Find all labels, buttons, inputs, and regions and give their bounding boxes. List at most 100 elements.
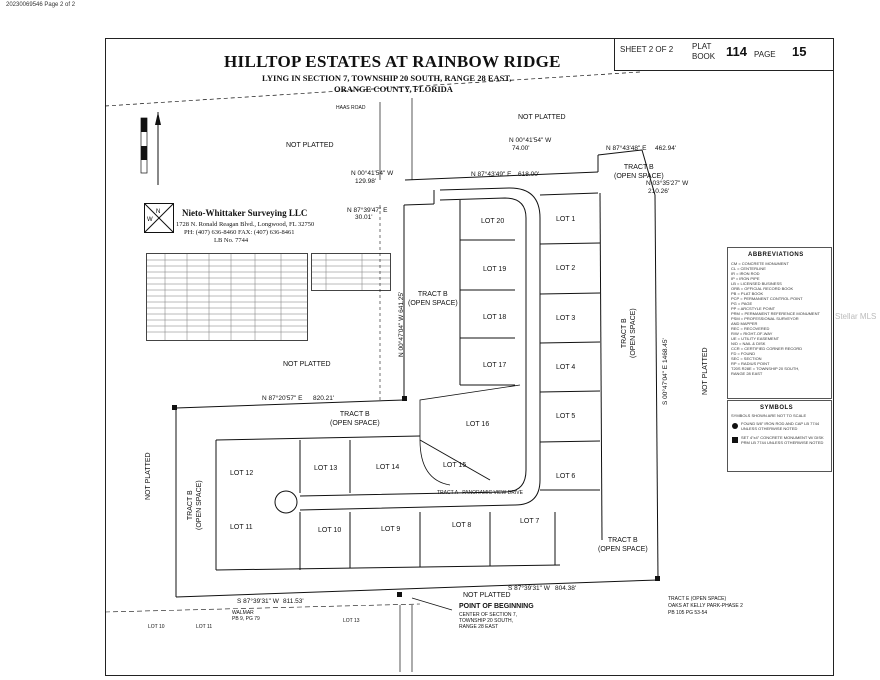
- symbols-title: SYMBOLS: [760, 405, 794, 411]
- bearing-n00-a-dist: 74.00': [512, 145, 530, 152]
- surveyor-name: Nieto-Whittaker Surveying LLC: [182, 208, 308, 218]
- label-not-platted-nw: NOT PLATTED: [286, 142, 334, 149]
- abbr-item: PCP = PERMANENT CONTROL POINT: [731, 296, 803, 301]
- lot-7: LOT 7: [520, 518, 540, 525]
- bearing-n00-b: N 00°41'54" W: [351, 170, 394, 177]
- lot-8: LOT 8: [452, 522, 472, 529]
- abbreviations-list: CM = CONCRETE MONUMENT CL = CENTERLINE I…: [731, 261, 820, 376]
- abbr-item: IP = IRON PIPE: [731, 276, 760, 281]
- abbr-item: LB = LICENSED BUSINESS: [731, 281, 782, 286]
- subtitle-line-2: ORANGE COUNTY, FLORIDA: [334, 84, 453, 94]
- lot-3: LOT 3: [556, 315, 576, 322]
- oaks-pb-label: PB 105 PG 53-54: [668, 610, 708, 616]
- abbr-item: REC = RECOVERED: [731, 326, 770, 331]
- svg-text:W: W: [147, 217, 153, 223]
- document-stamp: 20230069546 Page 2 of 2: [6, 2, 76, 8]
- haas-road-label: HAAS ROAD: [336, 105, 366, 111]
- abbr-item: RP = RADIUS POINT: [731, 361, 770, 366]
- bearing-n87-a: N 87°43'48" E: [606, 145, 647, 152]
- abbreviations-title: ABBREVIATIONS: [748, 252, 804, 258]
- bearing-n03: N 03°35'27" W: [646, 180, 689, 187]
- bearing-n87-c: N 87°39'47" E: [347, 207, 388, 214]
- lot-20: LOT 20: [481, 218, 505, 225]
- plat-sheet-border: [105, 38, 834, 676]
- subtitle-line-1: LYING IN SECTION 7, TOWNSHIP 20 SOUTH, R…: [262, 73, 512, 83]
- bearing-s87-a: S 87°39'31" W: [508, 585, 550, 592]
- lot-1: LOT 1: [556, 216, 576, 223]
- sheet-number: SHEET 2 OF 2: [620, 45, 674, 54]
- tract-b-w: TRACT B (OPEN SPACE): [408, 290, 458, 308]
- abbr-item: PSM = PROFESSIONAL SURVEYOR: [731, 316, 799, 321]
- lot-9: LOT 9: [381, 526, 401, 533]
- compass-logo-icon: N W: [144, 203, 174, 233]
- abbr-item: CM = CONCRETE MONUMENT: [731, 261, 789, 266]
- bearing-s00: S 00°47'04" E: [662, 364, 669, 405]
- abbr-item: SEC = SECTION: [731, 356, 762, 361]
- symbols-note: SYMBOLS SHOWN ARE NOT TO SCALE: [731, 413, 807, 418]
- lot-19: LOT 19: [483, 266, 507, 273]
- abbr-item: T20S R28E = TOWNSHIP 20 SOUTH,: [731, 366, 800, 371]
- label-not-platted-sw: NOT PLATTED: [145, 452, 152, 500]
- tract-b-se-title: TRACT B: [607, 537, 638, 544]
- bearing-s87-a-dist: 804.38': [555, 585, 577, 592]
- pob-line-1: CENTER OF SECTION 7,: [459, 612, 518, 618]
- label-not-platted-e: NOT PLATTED: [702, 347, 709, 395]
- bearing-west-line: N 00°47'04" W 641.25': [398, 291, 405, 357]
- adjacent-lot-11: LOT 11: [196, 624, 213, 630]
- lot-6: LOT 6: [556, 473, 576, 480]
- tract-b-se: TRACT B (OPEN SPACE): [598, 536, 648, 554]
- iron-rod-symbol-icon: [732, 423, 738, 429]
- abbr-item: PP = ARCSTYLE POINT: [731, 306, 776, 311]
- lot-11: LOT 11: [230, 524, 253, 531]
- tract-b-e-sub: (OPEN SPACE): [630, 308, 637, 358]
- plat-label: PLAT: [692, 42, 712, 51]
- tract-b-mid-sub: (OPEN SPACE): [330, 420, 380, 427]
- abbr-item: PB = PLAT BOOK: [731, 291, 764, 296]
- abbr-item: IR = IRON ROD: [731, 271, 760, 276]
- lot-2: LOT 2: [556, 265, 576, 272]
- abbr-item: N/D = NAIL & DISK: [731, 341, 766, 346]
- bearing-n87-b: N 87°43'49" E: [471, 171, 512, 178]
- bearing-s87-b-dist: 811.53': [283, 598, 304, 605]
- tract-b-ne-sub: (OPEN SPACE): [614, 173, 664, 180]
- lot-12: LOT 12: [230, 470, 254, 477]
- surveyor-logo: N W: [144, 203, 174, 233]
- concrete-monument-symbol-icon: [732, 437, 738, 443]
- walmar-label: WALMAR: [232, 610, 254, 616]
- bearing-s87-b: S 87°39'31" W: [237, 598, 279, 605]
- label-not-platted-w: NOT PLATTED: [283, 361, 331, 368]
- watermark: Stellar MLS: [835, 312, 877, 321]
- adjacent-lot-10: LOT 10: [148, 624, 165, 630]
- abbr-item: ORB = OFFICIAL RECORD BOOK: [731, 286, 794, 291]
- label-not-platted-top: NOT PLATTED: [518, 114, 566, 121]
- abbr-item: R/W = RIGHT-OF-WAY: [731, 331, 773, 336]
- pob-line-3: RANGE 28 EAST: [459, 624, 499, 630]
- tract-b-sw-title: TRACT B: [187, 490, 194, 521]
- page-label: PAGE: [754, 50, 776, 59]
- lot-10: LOT 10: [318, 527, 342, 534]
- abbr-item: UE = UTILITY EASEMENT: [731, 336, 780, 341]
- book-label: BOOK: [692, 52, 716, 61]
- lot-18: LOT 18: [483, 314, 507, 321]
- abbr-item: CCR = CERTIFIED CORNER RECORD: [731, 346, 803, 351]
- tract-b-mid: TRACT B (OPEN SPACE): [330, 410, 380, 428]
- abbr-item: AND MAPPER: [731, 321, 758, 326]
- line-table: [311, 253, 391, 291]
- lot-5: LOT 5: [556, 413, 576, 420]
- bearing-n87-d-dist: 820.21': [313, 395, 335, 402]
- oaks-name-label: OAKS AT KELLY PARK-PHASE 2: [668, 603, 743, 609]
- north-arrow-icon: [140, 112, 161, 185]
- lot-14: LOT 14: [376, 464, 400, 471]
- curve-table: [146, 253, 308, 341]
- pob-title: POINT OF BEGINNING: [459, 603, 534, 610]
- svg-text:N: N: [156, 209, 160, 215]
- pob-line-2: TOWNSHIP 20 SOUTH,: [459, 618, 513, 624]
- bearing-n03-dist: 210.26': [648, 188, 670, 195]
- tract-b-e: TRACT B (OPEN SPACE): [620, 308, 638, 358]
- walmar-pb-label: PB 9, PG 79: [232, 616, 260, 622]
- surveyor-address: 1728 N. Ronald Reagan Blvd., Longwood, F…: [176, 221, 315, 228]
- abbr-item: CL = CENTERLINE: [731, 266, 766, 271]
- abbreviations-box: [727, 247, 832, 399]
- tract-b-w-title: TRACT B: [417, 291, 448, 298]
